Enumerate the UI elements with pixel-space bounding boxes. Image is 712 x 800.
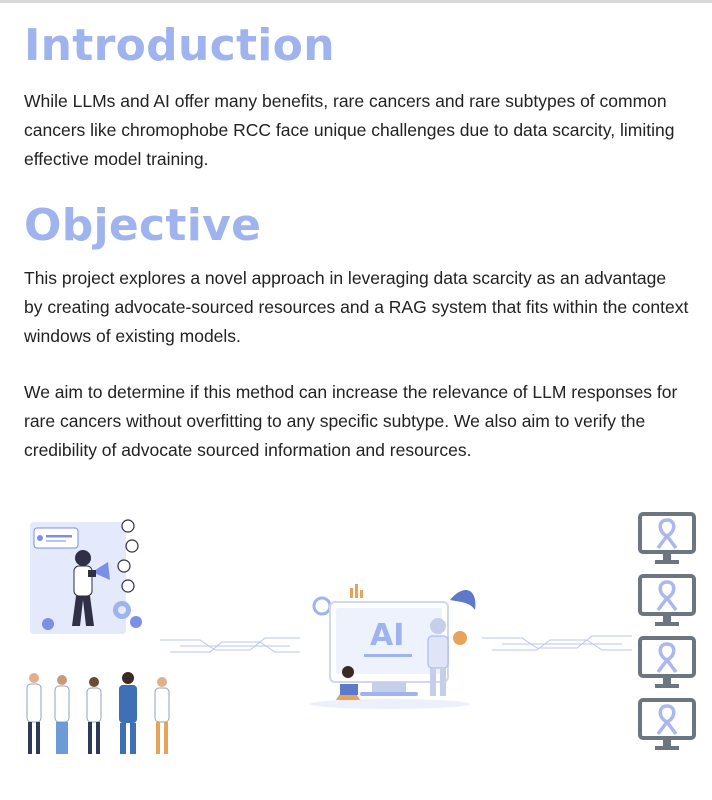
advocate-megaphone-illustration xyxy=(30,519,142,634)
left-connector-lines xyxy=(160,637,300,653)
objective-paragraph-1: This project explores a novel approach i… xyxy=(24,268,689,346)
monitor-ribbon-icon xyxy=(638,636,696,688)
objective-heading: Objective xyxy=(24,200,262,251)
introduction-heading: Introduction xyxy=(24,20,335,71)
right-connector-lines xyxy=(482,635,632,651)
monitor-ribbon-icon xyxy=(638,574,696,626)
monitor-ribbon-icon xyxy=(638,698,696,750)
objective-paragraph-2: We aim to determine if this method can i… xyxy=(24,382,678,460)
ai-screen-label: AI xyxy=(370,618,405,653)
top-border xyxy=(0,0,712,3)
medical-team-illustration xyxy=(26,672,170,754)
monitor-ribbon-column xyxy=(638,512,696,750)
introduction-text: While LLMs and AI offer many benefits, r… xyxy=(24,91,675,169)
ai-computer-illustration: AI xyxy=(300,580,480,710)
ai-computer-graphic xyxy=(310,584,476,709)
monitor-ribbon-icon xyxy=(638,512,696,564)
